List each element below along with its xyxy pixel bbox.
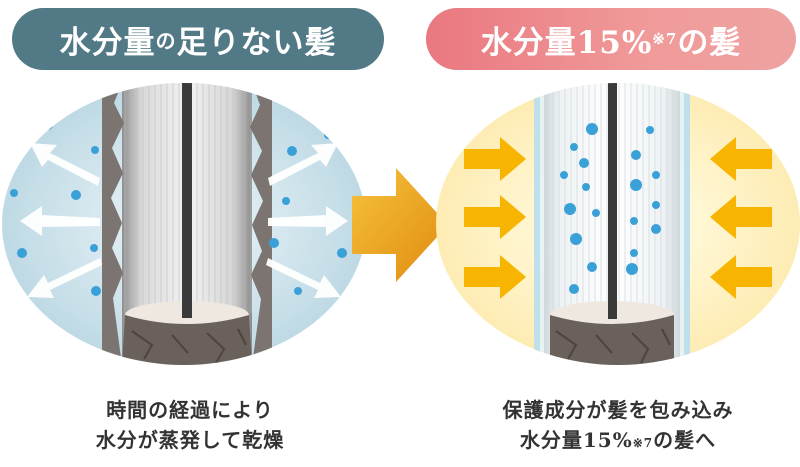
right-title-main: 水分量15% xyxy=(480,24,653,61)
right-caption: 保護成分が髪を包み込み 水分量15%※7の髪へ xyxy=(440,395,796,458)
inward-arrow-icon xyxy=(464,137,526,299)
left-caption-line1: 時間の経過により xyxy=(106,398,274,422)
dry-hair-illustration xyxy=(2,83,366,365)
right-caption-line2-note: ※7 xyxy=(632,436,654,450)
evaporation-arrow-icon xyxy=(266,143,348,298)
right-caption-line1: 保護成分が髪を包み込み xyxy=(502,398,734,422)
right-caption-line2-main: 水分量15% xyxy=(519,428,633,452)
water-drop-icon xyxy=(10,120,347,327)
hydrated-hair-svg xyxy=(464,83,772,365)
dry-hair-svg xyxy=(10,83,348,365)
left-title-no: の xyxy=(155,28,177,53)
right-title-rest: の髪 xyxy=(677,24,742,61)
right-caption-line2-rest: の髪へ xyxy=(653,428,717,452)
hair-strand-icon xyxy=(102,83,272,365)
right-caption-line2: 水分量15%※7の髪へ xyxy=(440,425,796,458)
left-title-main: 水分量 xyxy=(59,24,156,61)
left-title-rest: 足りない髪 xyxy=(176,24,337,61)
evaporation-arrow-icon xyxy=(20,143,102,298)
hydrated-hair-illustration xyxy=(436,83,800,365)
hair-strand-icon xyxy=(534,83,690,365)
left-caption: 時間の経過により 水分が蒸発して乾燥 xyxy=(50,395,330,455)
inward-arrow-icon xyxy=(710,137,772,299)
water-drop-icon xyxy=(560,123,661,294)
left-caption-line2: 水分が蒸発して乾燥 xyxy=(95,428,285,452)
direction-arrow-icon xyxy=(352,168,448,282)
right-title-note: ※7 xyxy=(652,30,678,48)
left-title-pill: 水分量の足りない髪 xyxy=(12,8,384,70)
